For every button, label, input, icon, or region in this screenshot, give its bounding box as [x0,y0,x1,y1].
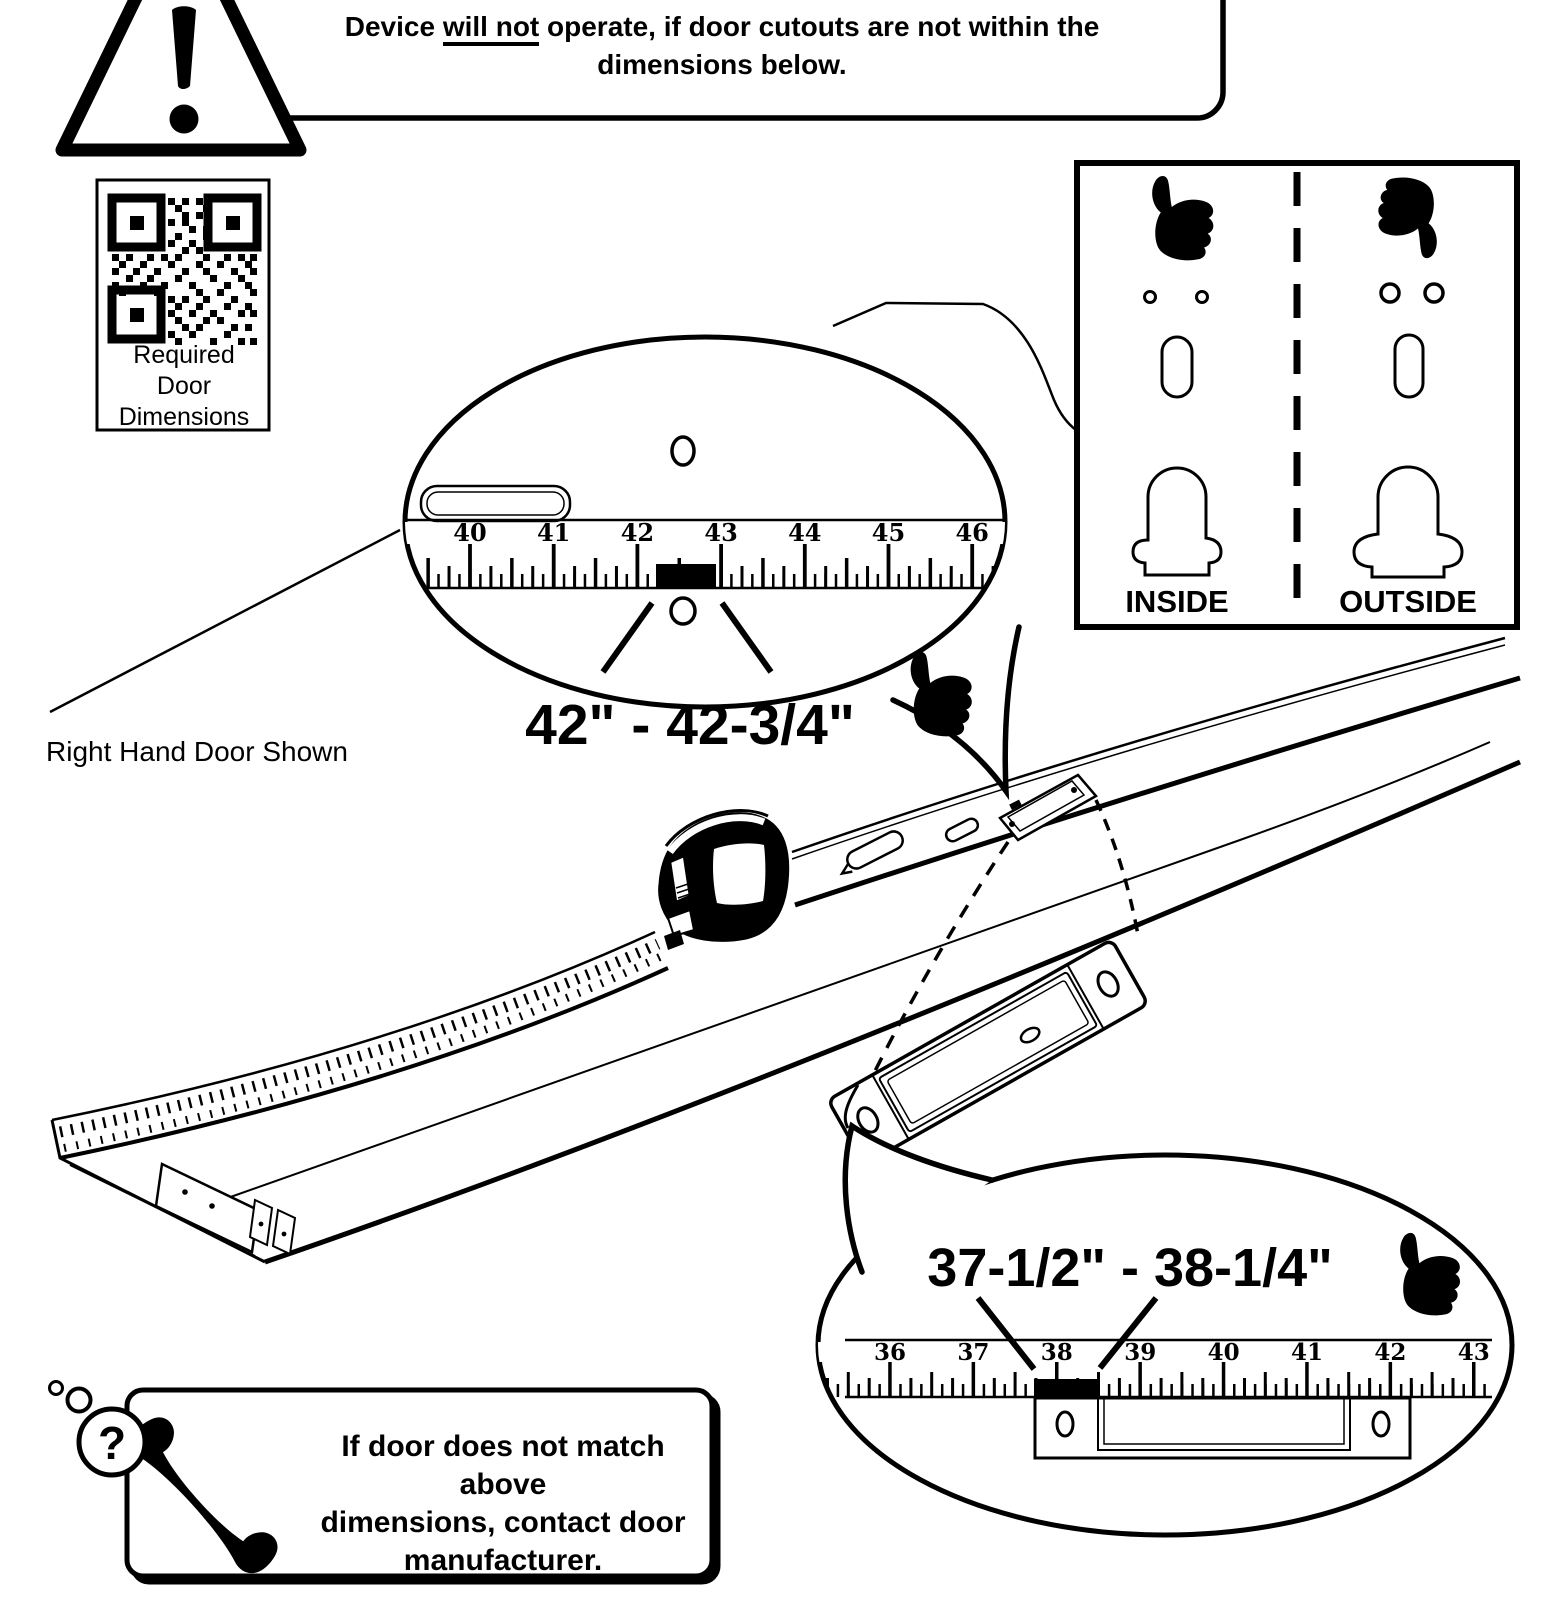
svg-text:38: 38 [1041,1339,1073,1366]
svg-text:41: 41 [537,518,570,547]
width-callout-bubble: 40 41 42 43 44 45 46 42" - 42-3/4" [402,334,1022,801]
svg-text:39: 39 [1124,1339,1156,1366]
edge-face-far-line2 [791,644,1506,860]
svg-text:42: 42 [621,518,654,547]
svg-text:43: 43 [1458,1339,1490,1366]
hinge-plate [154,1162,297,1256]
pointer-line-right [1097,1296,1159,1370]
tape-blade-bottom [59,966,669,1160]
svg-text:44: 44 [788,518,821,547]
slot-cutout [1160,335,1194,399]
exclamation-bar [172,6,196,89]
screw-hole [1195,290,1209,304]
tape-measure [658,809,790,950]
pointer-line-left [975,1296,1037,1371]
bubble-tail [842,1121,995,1275]
screw-hole [1143,290,1157,304]
door-groove-line [221,741,1491,1201]
edge-face-far-line [791,636,1506,854]
door-near-corner [794,675,1521,908]
edge-slot [944,817,980,843]
svg-text:42: 42 [1374,1339,1406,1366]
tape-window [713,843,766,905]
slot-cutout [1393,333,1425,399]
tape-blade-ticks [58,938,661,1138]
exclamation-dot [169,104,199,134]
tape-blade-top [51,930,656,1122]
latch-dimension-text: 37-1/2" - 38-1/4" [927,1238,1332,1298]
latch-range-marker [1034,1379,1097,1399]
edge-slot-icon [839,830,904,876]
bore-hole-upper [670,435,696,467]
svg-text:40: 40 [1208,1339,1240,1366]
warning-banner [55,0,1226,157]
latch-plate-template [1033,1396,1412,1460]
thought-dot-small [48,1380,64,1396]
svg-text:46: 46 [955,518,988,547]
pointer-line-left [600,601,655,674]
tape-blade-minor-ticks [63,952,664,1152]
svg-text:41: 41 [1291,1339,1323,1366]
latch-ruler: 36 37 38 39 40 41 42 43 [818,1338,1492,1460]
door-break-edge [832,301,1077,431]
screw-hole-large [1423,282,1445,304]
projection-dashes-left [866,841,1010,1086]
width-dimension-text: 42" - 42-3/4" [525,693,855,757]
tape-body-ridge [667,814,766,855]
qr-panel [95,178,271,432]
projection-dashes-right [1094,799,1140,936]
keyhole-cutout-outside [1352,465,1464,579]
tape-foot [666,908,696,938]
question-icon: ? [98,1417,126,1469]
question-bubble [76,1406,148,1478]
leader-curve [843,1084,860,1129]
inside-label: INSIDE [1125,584,1228,619]
width-range-marker [656,564,716,589]
width-ruler-numbers: 40 41 42 43 44 45 46 [453,518,989,547]
door-illustration [49,301,1521,1265]
qr-code-image [107,193,262,345]
door-far-edge [49,528,401,714]
keyhole-cutout-inside [1131,466,1223,577]
exploded-latch-plate [829,940,1147,1164]
mortise-plate [998,773,1098,842]
orientation-panel: INSIDE OUTSIDE [1074,160,1520,630]
svg-text:37: 37 [957,1339,989,1366]
outside-label: OUTSIDE [1339,584,1477,619]
pointer-line-right [719,601,774,674]
flush-pull-outline [419,484,572,523]
help-box-frame [124,1387,715,1579]
warning-box [222,0,1226,121]
svg-text:40: 40 [453,518,486,547]
latch-callout-bubble: 36 37 38 39 40 41 42 43 37-1/2" - 38-1/4… [815,1084,1515,1538]
bore-hole-lower [669,596,697,626]
tape-hook [664,930,684,950]
svg-text:45: 45 [872,518,905,547]
svg-text:43: 43 [704,518,737,547]
svg-text:36: 36 [874,1339,906,1366]
flush-pull-inner [426,491,565,516]
latch-ruler-numbers: 36 37 38 39 40 41 42 43 [874,1339,1490,1366]
door-bottom-edge [264,759,1521,1265]
leader-dash [1009,799,1022,810]
help-box: ? [48,1380,721,1585]
thought-dot [65,1386,93,1414]
screw-hole-large [1379,282,1401,304]
phone-icon [132,1417,278,1574]
